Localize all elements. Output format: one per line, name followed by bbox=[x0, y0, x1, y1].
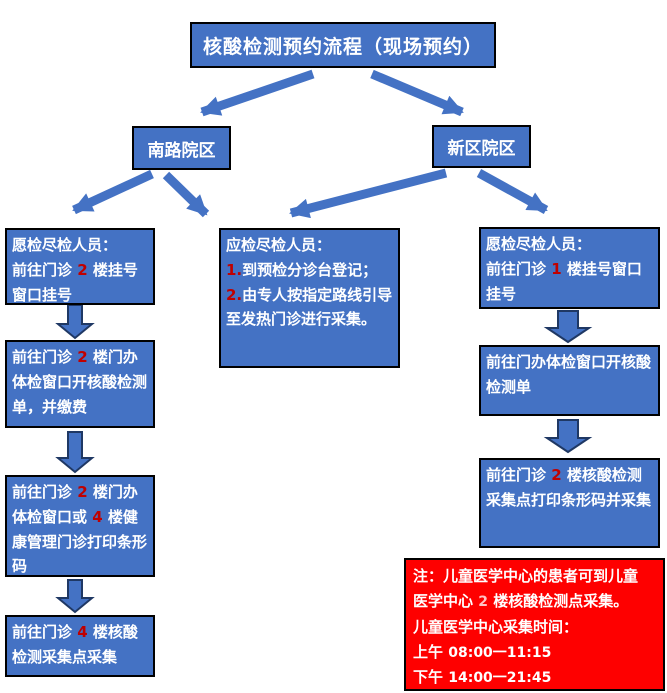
arrow-south-to-left-column bbox=[72, 169, 154, 215]
step-text: 到预检分诊台登记； bbox=[242, 260, 378, 279]
floor-number: 4 bbox=[77, 623, 88, 641]
arrow-south-to-middle bbox=[162, 171, 210, 218]
step-south-order-pay-box: 前往门诊 2 楼门办体检窗口开核酸检测单，并缴费 bbox=[5, 340, 155, 428]
step-text: 愿检尽检人员： bbox=[486, 235, 592, 253]
step-text: 楼核酸检测采集点打印条形码并采集 bbox=[486, 466, 652, 509]
step-text: 楼健康管理门诊打印条形码 bbox=[12, 507, 148, 576]
down-arrow-left-2 bbox=[55, 431, 95, 474]
step-south-collect-box: 前往门诊 4 楼核酸检测采集点采集 bbox=[5, 615, 155, 677]
step-text: 前往门诊 bbox=[486, 259, 552, 278]
floor-number: 2 bbox=[77, 348, 88, 366]
arrow-new-to-middle bbox=[289, 168, 448, 219]
children-center-note-box: 注：儿童医学中心的患者可到儿童 医学中心 2 楼核酸检测点采集。 儿童医学中心采… bbox=[404, 558, 665, 691]
down-arrow-left-3 bbox=[55, 579, 95, 614]
step-text: 前往门诊 bbox=[486, 466, 552, 484]
step-text: 前往门办体检窗口开核酸检测单 bbox=[486, 353, 652, 396]
campus-south-label: 南路院区 bbox=[147, 140, 216, 161]
step-text: 前往门诊 bbox=[12, 348, 78, 366]
step-text: 应检尽检人员： bbox=[226, 236, 332, 254]
note-text: 儿童医学中心采集时间： bbox=[413, 617, 579, 636]
floor-number: 1 bbox=[551, 259, 562, 278]
title-text: 核酸检测预约流程（现场预约） bbox=[202, 35, 483, 58]
floor-number: 2 bbox=[77, 483, 88, 501]
down-arrow-right-1 bbox=[543, 310, 593, 344]
note-text: 医学中心 bbox=[413, 592, 479, 611]
step-text: 楼挂号窗口挂号 bbox=[12, 260, 138, 304]
step-new-collect-box: 前往门诊 2 楼核酸检测采集点打印条形码并采集 bbox=[479, 458, 660, 548]
floor-number: 2 bbox=[77, 260, 88, 279]
step-text: 楼核酸检测采集点采集 bbox=[12, 623, 138, 666]
floor-number: 2 bbox=[551, 466, 562, 484]
note-text: 楼核酸检测点采集。 bbox=[487, 592, 629, 611]
step-south-print-barcode-box: 前往门诊 2 楼门办体检窗口或 4 楼健康管理门诊打印条形码 bbox=[5, 475, 155, 577]
title-box: 核酸检测预约流程（现场预约） bbox=[190, 22, 496, 68]
morning-hours: 08:00一11:15 bbox=[448, 644, 552, 661]
step-text: 前往门诊 bbox=[12, 623, 78, 641]
step-south-register-box: 愿检尽检人员： 前往门诊 2 楼挂号窗口挂号 bbox=[5, 228, 155, 305]
step-new-register-box: 愿检尽检人员： 前往门诊 1 楼挂号窗口挂号 bbox=[479, 227, 660, 309]
note-text: 下午 bbox=[413, 668, 449, 687]
note-text: 上午 bbox=[413, 642, 449, 661]
step-text: 楼门办体检窗口或 bbox=[12, 483, 138, 526]
note-text: 注：儿童医学中心的患者可到儿童 bbox=[413, 567, 639, 585]
step-text: 由专人按指定路线引导至发热门诊进行采集。 bbox=[226, 285, 393, 329]
step-new-order-box: 前往门办体检窗口开核酸检测单 bbox=[479, 345, 660, 416]
step-text: 愿检尽检人员： bbox=[12, 236, 118, 254]
arrow-title-to-new bbox=[370, 69, 464, 117]
list-number: 1. bbox=[226, 260, 243, 279]
step-text: 楼门办体检窗口开核酸检测单，并缴费 bbox=[12, 348, 148, 416]
step-text: 前往门诊 bbox=[12, 260, 78, 279]
campus-new-box: 新区院区 bbox=[432, 125, 531, 168]
step-text: 前往门诊 bbox=[12, 483, 78, 501]
afternoon-hours: 14:00一21:45 bbox=[448, 670, 552, 687]
down-arrow-right-2 bbox=[543, 419, 593, 454]
list-number: 2. bbox=[226, 285, 243, 304]
campus-south-box: 南路院区 bbox=[132, 126, 231, 170]
floor-number: 2 bbox=[478, 594, 488, 611]
arrow-new-to-right-column bbox=[476, 169, 549, 214]
step-fever-clinic-box: 应检尽检人员： 1.到预检分诊台登记； 2.由专人按指定路线引导至发热门诊进行采… bbox=[219, 228, 400, 368]
floor-number: 4 bbox=[92, 507, 103, 526]
down-arrow-left-1 bbox=[55, 304, 95, 340]
arrow-title-to-south bbox=[200, 69, 315, 117]
campus-new-label: 新区院区 bbox=[447, 139, 516, 159]
step-text: 楼挂号窗口挂号 bbox=[486, 259, 642, 303]
